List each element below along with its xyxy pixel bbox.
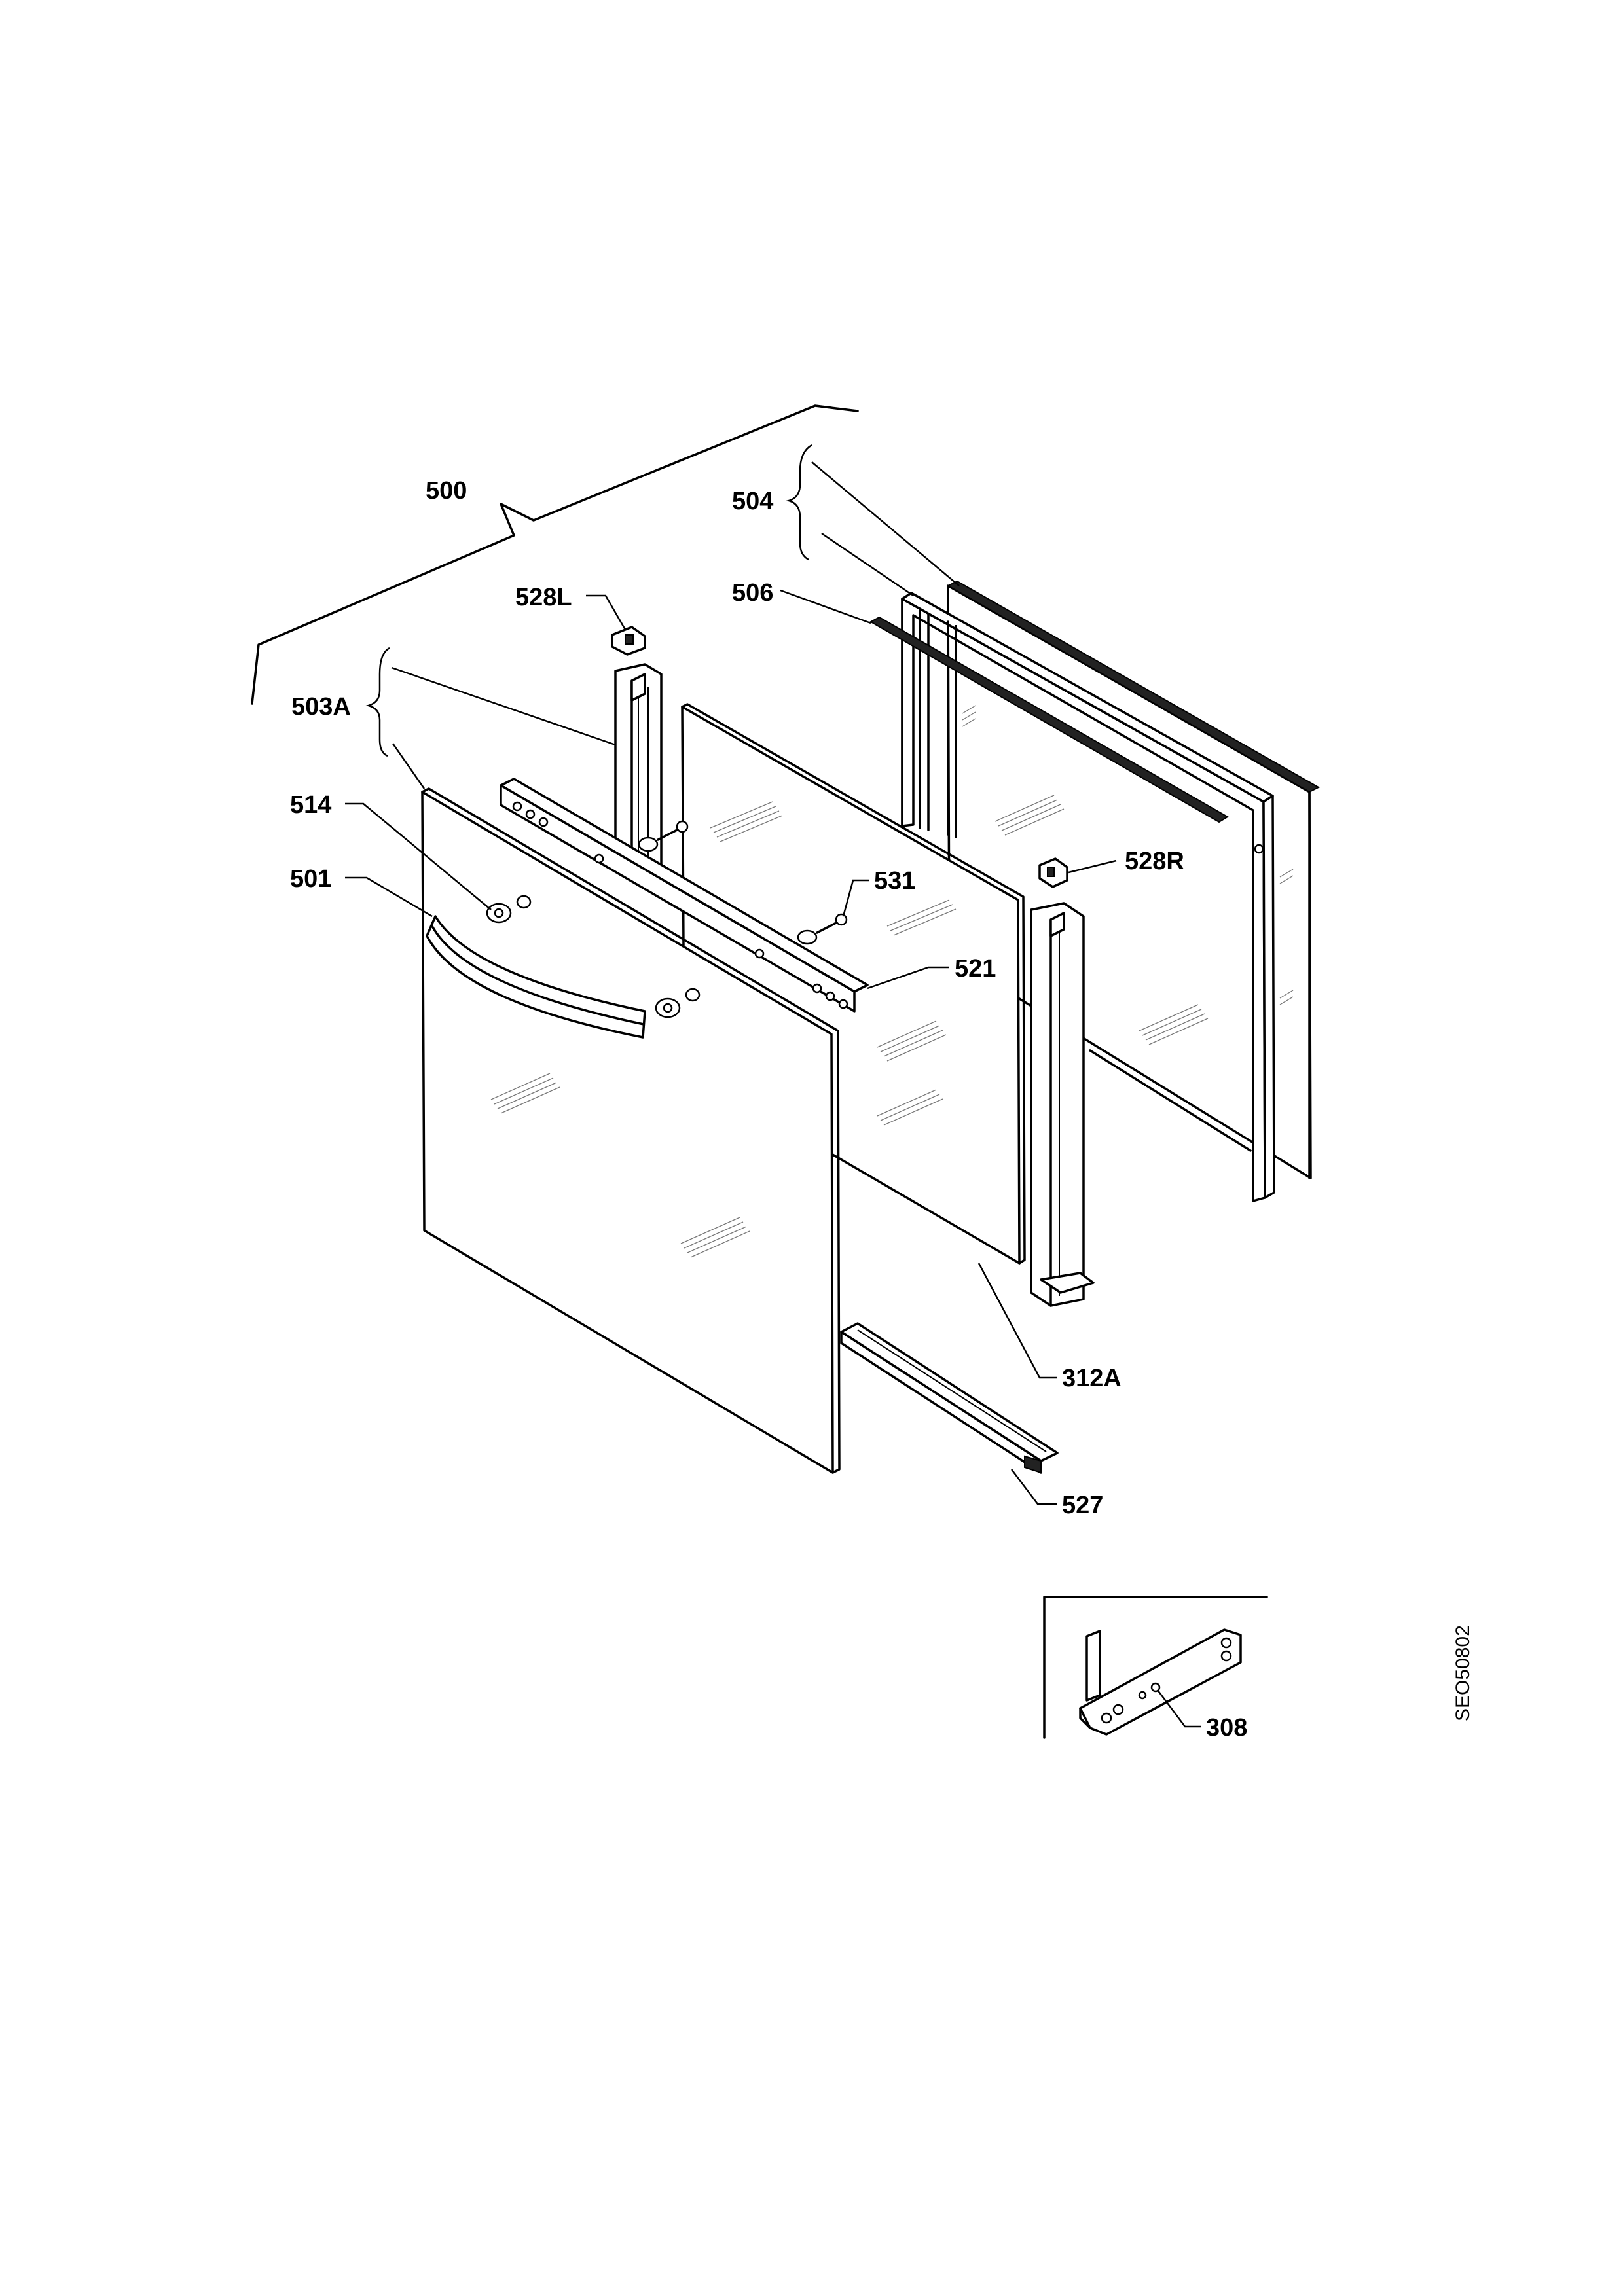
drawing-code: SEO50802: [1452, 1625, 1474, 1721]
label-506: 506: [732, 579, 773, 607]
leader-lines: [345, 444, 1201, 1728]
side-profile-left: [614, 663, 663, 875]
part-labels: 500 504 528L 506 503A 514 501 531 528R 5…: [290, 477, 1474, 1742]
handle-501: [426, 915, 646, 1039]
label-528R: 528R: [1125, 848, 1184, 875]
label-503A: 503A: [291, 693, 351, 721]
screws-531: [638, 820, 848, 945]
clip-528R: [1038, 857, 1068, 888]
label-312A: 312A: [1062, 1365, 1122, 1392]
label-308: 308: [1206, 1714, 1247, 1742]
gasket-506: [869, 616, 1229, 823]
clip-528L: [611, 626, 646, 656]
label-528L: 528L: [515, 584, 572, 611]
mounts-514: [486, 895, 701, 1018]
front-glass-503A: [421, 787, 841, 1474]
label-500: 500: [426, 477, 467, 505]
side-profile-right: [1030, 902, 1095, 1307]
label-521: 521: [955, 955, 996, 982]
label-504: 504: [732, 488, 773, 515]
inset-hinge: [1043, 1596, 1268, 1739]
back-frame-504: [901, 580, 1321, 1202]
top-profile-521: [500, 778, 869, 1013]
label-527: 527: [1062, 1492, 1103, 1519]
label-531: 531: [874, 867, 915, 895]
label-514: 514: [290, 791, 331, 819]
label-501: 501: [290, 865, 331, 893]
assembly-500-bracket: [251, 404, 859, 705]
bottom-profile-527: [840, 1322, 1059, 1474]
